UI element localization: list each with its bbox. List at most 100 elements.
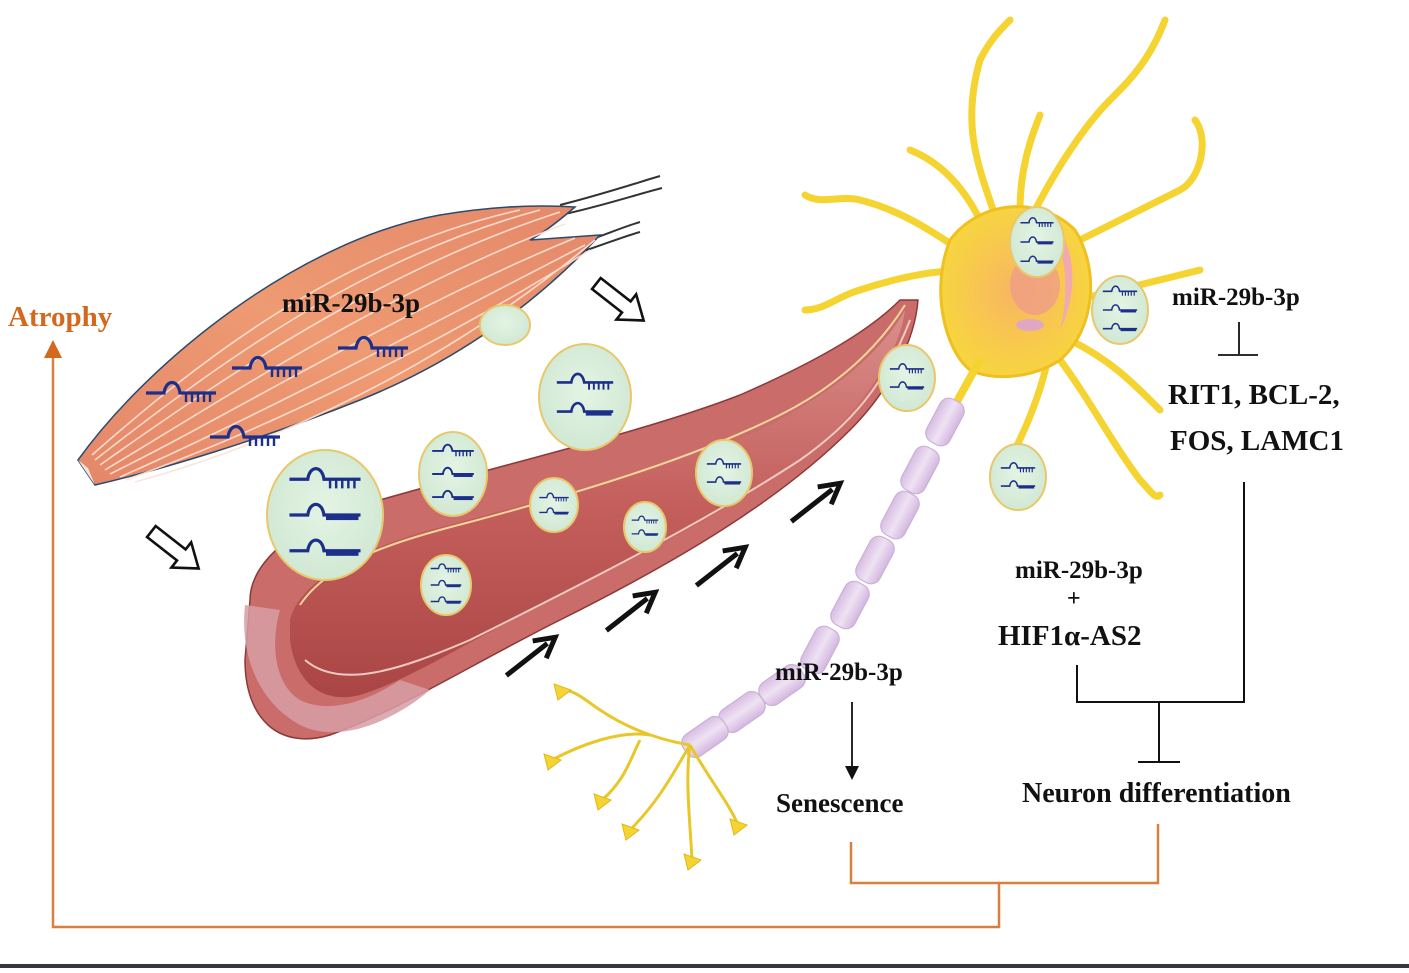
myelin-segment: [855, 535, 895, 585]
mirna-hairpin-icon: [289, 538, 361, 556]
atrophy-label: Atrophy: [8, 301, 113, 333]
myelin-segment: [900, 445, 940, 495]
mirna-hairpin-icon: [1102, 322, 1138, 332]
combo-mirna-label: miR-29b-3p: [1015, 557, 1143, 584]
mirna-hairpin-icon: [1020, 236, 1054, 245]
axon-terminal-bouton: [621, 823, 641, 841]
mirna-hairpin-icon: [539, 507, 569, 515]
mirna-hairpin-icon: [556, 372, 614, 390]
exosome-vesicle-icon: [1091, 275, 1149, 345]
senescence-label: Senescence: [776, 788, 903, 818]
senescence-mirna-label: miR-29b-3p: [775, 659, 903, 686]
exosome-vesicle-icon: [538, 343, 632, 451]
mirna-hairpin-icon: [706, 458, 742, 469]
myelin-segment: [880, 490, 920, 540]
exosome-vesicle-icon: [695, 439, 753, 507]
mirna-hairpin-icon: [1020, 255, 1054, 264]
myelin-segment: [925, 397, 965, 447]
myelin-segment: [800, 625, 840, 675]
mirna-hairpin-icon: [210, 424, 280, 446]
muscle-tip-left: [78, 460, 95, 485]
exosome-vesicle-icon: [878, 344, 936, 412]
solid-arrows: [504, 480, 845, 678]
mirna-hairpin-icon: [432, 466, 474, 477]
targets-line-2: FOS, LAMC1: [1170, 425, 1344, 457]
myelin-segment: [830, 580, 870, 630]
exosome-vesicles: [266, 206, 1149, 616]
mirna-hairpin-icon: [338, 335, 408, 357]
feedback-line: [849, 824, 1160, 885]
axon-terminals: [551, 688, 740, 861]
mirna-hairpin-icon: [430, 579, 462, 588]
atrophy-feedback-loop: [44, 340, 1160, 929]
skeletal-muscle: [77, 175, 663, 486]
mirna-hairpin-icon: [232, 355, 302, 377]
exosome-vesicle-icon: [418, 431, 488, 517]
mirna-hairpin-icon: [1102, 304, 1138, 313]
muscle-tendon-top: [559, 175, 661, 206]
muscle-fibers: [91, 209, 596, 483]
exosome-vesicle-icon: [623, 501, 667, 553]
mirna-hairpin-icon: [430, 563, 462, 573]
mirna-hairpin-icon: [1000, 480, 1036, 489]
exosome-vesicle-icon: [266, 449, 384, 581]
neuron-differentiation-label: Neuron differentiation: [1022, 778, 1291, 809]
muscle-mirnas: [146, 335, 408, 446]
mirna-hairpin-icon: [889, 363, 925, 374]
mirna-hairpin-icon: [1102, 285, 1138, 296]
combo-plus: +: [1067, 586, 1081, 612]
muscle-belly: [77, 205, 602, 486]
mirna-hairpin-icon: [1020, 217, 1054, 228]
exosome-vesicle-icon: [420, 554, 472, 616]
activation-arrow-senescence: [845, 702, 859, 780]
mirna-hairpin-icon: [289, 467, 361, 489]
combo-lncrna-label: HIF1α-AS2: [998, 620, 1141, 652]
bottom-border: [0, 964, 1409, 968]
solid-arrow-icon: [789, 480, 845, 524]
hollow-arrow-icon: [145, 524, 201, 570]
myelin-sheath: [681, 397, 965, 759]
hollow-arrow-icon: [590, 276, 646, 322]
feedback-line-to-atrophy: [51, 355, 1001, 929]
neuron-cytoplasm-pink: [1050, 220, 1073, 330]
vessel-cut-face: [244, 605, 430, 733]
exosome-vesicle-icon: [989, 443, 1047, 511]
combined-inhibition-connector: [1076, 482, 1245, 763]
neuron-organelle: [1016, 319, 1044, 331]
exosome-vesicle-icon: [529, 477, 579, 533]
mirna-hairpin-icon: [146, 380, 216, 402]
neuron-mirna-label: miR-29b-3p: [1172, 284, 1300, 311]
solid-arrow-icon: [694, 544, 750, 588]
mirna-hairpin-icon: [631, 515, 659, 524]
atrophy-arrowhead: [44, 340, 62, 358]
exosome-vesicle-icon: [1009, 206, 1065, 278]
mirna-hairpin-icon: [432, 443, 474, 457]
vessel-wall-highlight: [299, 304, 906, 606]
axon-terminal-bouton: [683, 853, 703, 871]
mirna-hairpin-icon: [556, 401, 614, 416]
hollow-arrows: [145, 276, 646, 570]
targets-line-1: RIT1, BCL-2,: [1168, 379, 1340, 411]
axon-terminal-bouton: [593, 793, 613, 811]
solid-arrow-icon: [604, 589, 660, 633]
mirna-hairpin-icon: [289, 502, 361, 521]
mirna-hairpin-icon: [1000, 462, 1036, 473]
mirna-hairpin-icon: [539, 492, 569, 502]
axon-terminal-bouton: [543, 753, 563, 771]
mirna-hairpin-icon: [631, 529, 659, 536]
muscle-tendon-top2: [564, 187, 663, 215]
exosome-vesicle-icon: [479, 304, 531, 346]
solid-arrow-icon: [504, 634, 560, 678]
vessel-wall-highlight2: [304, 319, 911, 676]
inhibition-bar-targets: [1218, 322, 1258, 356]
mirna-hairpin-icon: [430, 596, 462, 604]
muscle-mirna-label: miR-29b-3p: [282, 288, 420, 318]
mirna-hairpin-icon: [432, 489, 474, 501]
mirna-hairpin-icon: [706, 476, 742, 485]
axon-terminal-boutons: [543, 683, 749, 871]
mirna-hairpin-icon: [889, 381, 925, 390]
axon-hillock: [951, 356, 984, 409]
axon-terminal-bouton: [553, 683, 573, 701]
